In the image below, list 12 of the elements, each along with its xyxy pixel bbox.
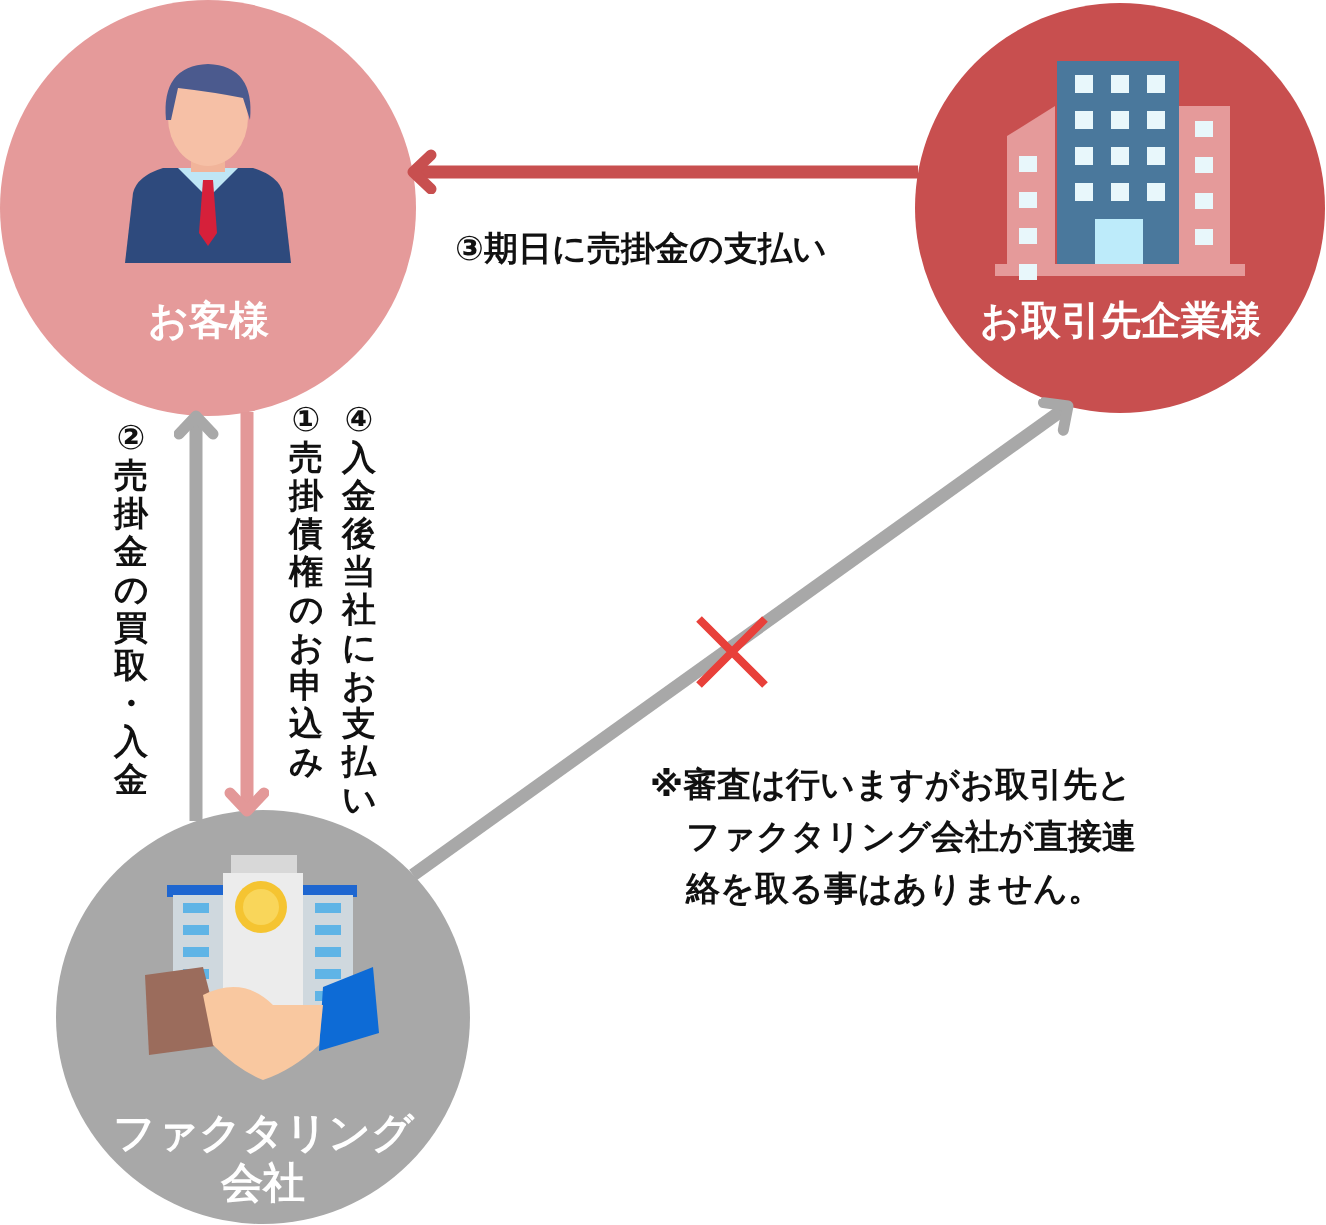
edge-label: ③期日に売掛金の支払い xyxy=(455,230,827,268)
arrow xyxy=(409,397,1074,881)
note-text: ※審査は行いますがお取引先とファクタリング会社が直接連絡を取る事はありません。 xyxy=(650,763,1137,910)
node-label: ファクタリング会社 xyxy=(111,1108,416,1209)
node-label: お客様 xyxy=(146,296,270,344)
arrow xyxy=(407,149,918,195)
note-text: ④入金後当社にお支払い xyxy=(340,400,378,818)
edge-label: ①売掛債権のお申込み xyxy=(287,400,325,780)
arrow xyxy=(224,412,270,817)
node-label: お取引先企業様 xyxy=(978,296,1262,344)
edge-label: ②売掛金の買取・入金 xyxy=(112,418,150,798)
arrow xyxy=(173,410,219,821)
